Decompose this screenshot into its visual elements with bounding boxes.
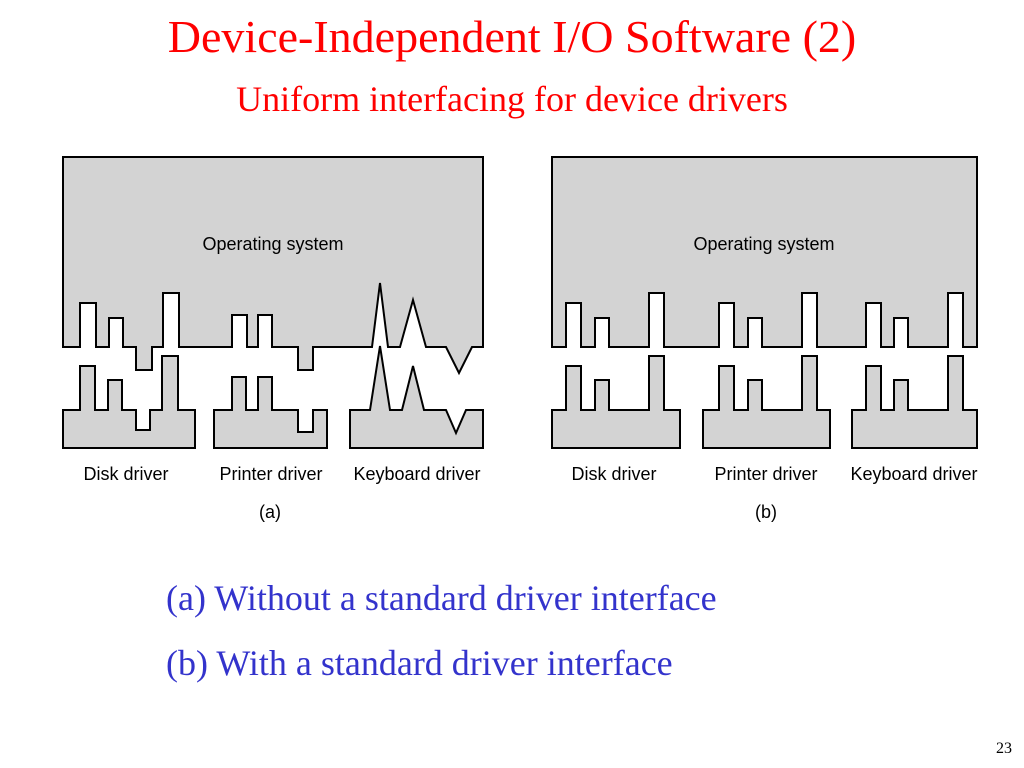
page-number: 23	[996, 740, 1012, 757]
driver-label-a-disk: Disk driver	[83, 464, 168, 484]
driver-label-b-keyboard: Keyboard driver	[850, 464, 977, 484]
caption-a: (a) Without a standard driver interface	[166, 578, 717, 618]
os-label-a: Operating system	[202, 234, 343, 254]
driver-label-b-printer: Printer driver	[714, 464, 817, 484]
driver-label-b-disk: Disk driver	[571, 464, 656, 484]
os-label-b: Operating system	[693, 234, 834, 254]
os-block-b	[551, 156, 978, 348]
keyboard-driver-a	[349, 345, 484, 449]
caption-b: (b) With a standard driver interface	[166, 643, 673, 683]
printer-driver-a	[213, 376, 328, 449]
os-block-a	[62, 156, 484, 376]
panel-label-a: (a)	[259, 502, 281, 522]
panel-label-b: (b)	[755, 502, 777, 522]
driver-label-a-keyboard: Keyboard driver	[353, 464, 480, 484]
printer-driver-b	[702, 355, 831, 449]
disk-driver-b	[551, 355, 681, 449]
slide-subtitle: Uniform interfacing for device drivers	[236, 79, 788, 119]
disk-driver-a	[62, 355, 196, 449]
keyboard-driver-b	[851, 355, 978, 449]
slide-title: Device-Independent I/O Software (2)	[167, 11, 857, 62]
driver-label-a-printer: Printer driver	[219, 464, 322, 484]
